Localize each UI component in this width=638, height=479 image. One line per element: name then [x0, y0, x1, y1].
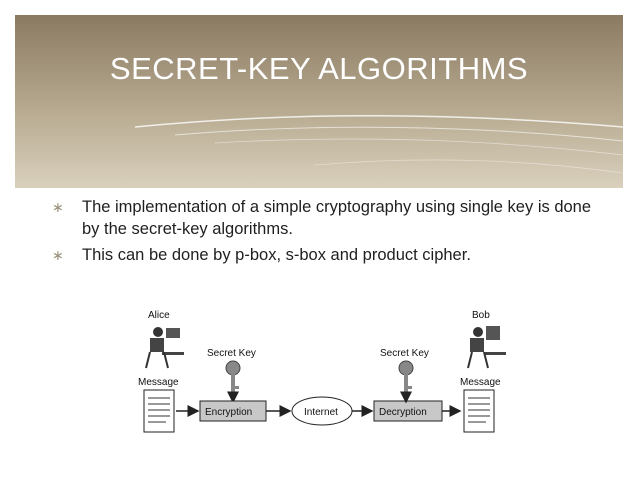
secret-key-right-label: Secret Key — [380, 348, 429, 359]
title-banner: SECRET-KEY ALGORITHMS — [15, 15, 623, 188]
bullet-text: This can be done by p-box, s-box and pro… — [82, 246, 471, 264]
key-icon — [398, 360, 414, 394]
bullet-marker: ∗ — [52, 247, 64, 263]
encryption-label: Encryption — [205, 407, 252, 418]
bullet-list: ∗ The implementation of a simple cryptog… — [52, 196, 592, 270]
message-left-label: Message — [138, 377, 179, 388]
message-right-label: Message — [460, 377, 501, 388]
secret-key-left-label: Secret Key — [207, 348, 256, 359]
bullet-item: ∗ This can be done by p-box, s-box and p… — [52, 244, 592, 266]
bullet-marker: ∗ — [52, 199, 64, 215]
internet-label: Internet — [304, 407, 338, 418]
key-icon — [225, 360, 241, 394]
bullet-text: The implementation of a simple cryptogra… — [82, 198, 592, 238]
slide-title: SECRET-KEY ALGORITHMS — [109, 51, 529, 86]
document-icon — [143, 389, 175, 433]
decryption-label: Decryption — [379, 407, 427, 418]
bob-label: Bob — [472, 310, 490, 321]
document-icon — [463, 389, 495, 433]
decorative-swoosh — [134, 114, 623, 174]
person-at-computer-icon — [467, 326, 506, 369]
alice-label: Alice — [148, 310, 170, 321]
person-at-computer-icon — [145, 327, 184, 369]
bullet-item: ∗ The implementation of a simple cryptog… — [52, 196, 592, 240]
